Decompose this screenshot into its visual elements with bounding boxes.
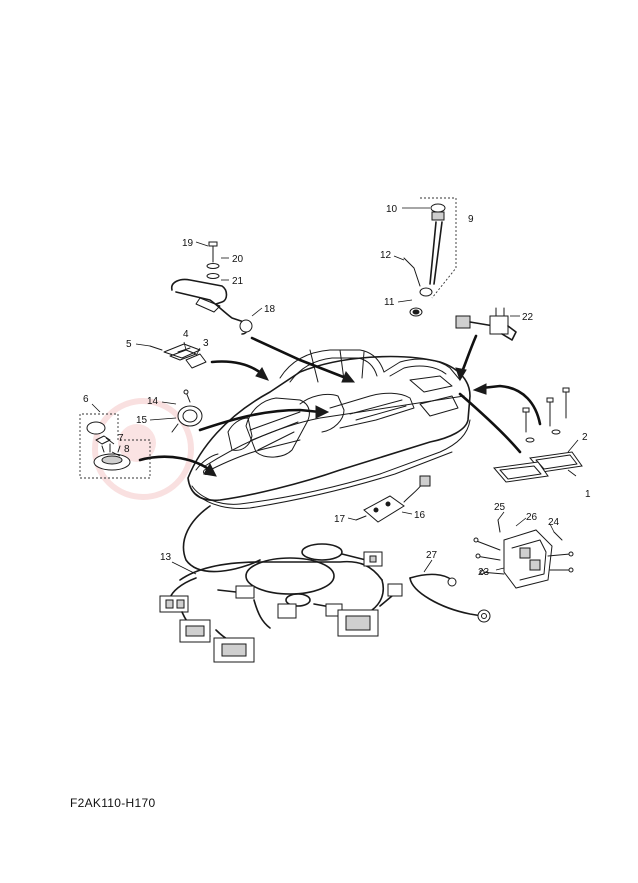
callout-17: 17: [334, 514, 346, 525]
callout-4: 4: [183, 329, 189, 340]
callout-1: 1: [585, 489, 591, 500]
callout-22: 22: [522, 312, 534, 323]
diagram-code: F2AK110-H170: [70, 796, 156, 810]
callout-15: 15: [136, 415, 148, 426]
callout-14: 14: [147, 396, 159, 407]
bracket-parts-16-17: [355, 475, 431, 523]
callout-19: 19: [182, 238, 194, 249]
callout-9: 9: [468, 214, 474, 225]
grab-handle-assembly: [170, 241, 253, 335]
callout-6: 6: [83, 394, 89, 405]
switch-assembly: [149, 343, 207, 369]
connector-22: [455, 307, 517, 341]
callout-10: 10: [386, 204, 398, 215]
callout-11: 11: [384, 297, 395, 308]
callout-24: 24: [548, 517, 560, 528]
boat-hull: [187, 349, 471, 509]
callout-2: 2: [582, 432, 588, 443]
callout-numbers: 1 2 3 4 5 6 7 8 9 10 11 12 13 14 15 16 1…: [83, 204, 591, 578]
parts-6-7-8-group: [79, 413, 151, 479]
callout-5: 5: [126, 339, 132, 350]
callout-16: 16: [414, 510, 426, 521]
callout-20: 20: [232, 254, 244, 265]
bracket-parts-23-26: [473, 519, 574, 589]
callout-12: 12: [380, 250, 392, 261]
assembly-arrows: [138, 334, 542, 477]
cable-27: [409, 573, 491, 623]
callout-26: 26: [526, 512, 538, 523]
callout-13: 13: [160, 552, 172, 563]
leader-lines: [91, 207, 579, 575]
callout-8: 8: [124, 444, 130, 455]
tube-assembly: [403, 197, 457, 317]
wire-harness-13: [159, 505, 403, 663]
callout-27: 27: [426, 550, 438, 561]
callout-25: 25: [494, 502, 506, 513]
callout-7: 7: [118, 433, 124, 444]
callout-3: 3: [203, 338, 209, 349]
bracket-parts-1-2: [493, 387, 583, 483]
callout-21: 21: [232, 276, 244, 287]
callout-23: 23: [478, 567, 490, 578]
callout-18: 18: [264, 304, 276, 315]
grommet-assembly: [171, 389, 203, 433]
